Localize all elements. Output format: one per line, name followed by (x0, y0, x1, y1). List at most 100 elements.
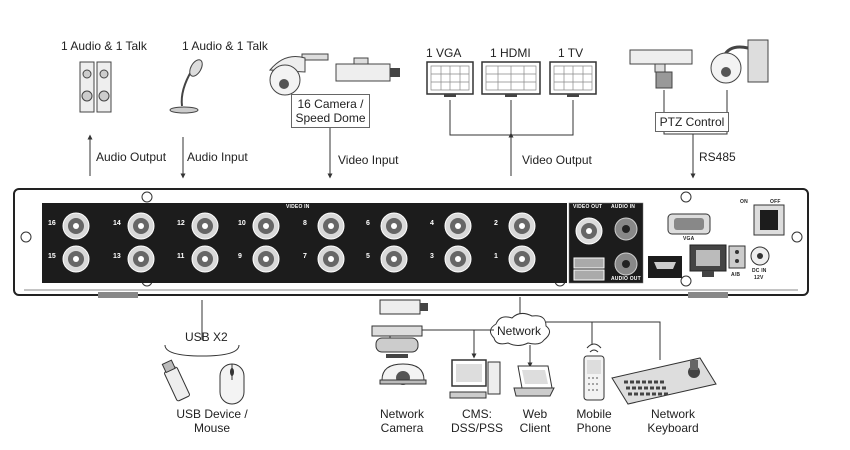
speaker-icon (79, 61, 112, 113)
bnc-connector-7[interactable] (317, 245, 345, 273)
dc-in-jack[interactable] (750, 246, 770, 266)
vga-panel-label: VGA (683, 236, 695, 242)
network-cloud-icon (490, 312, 550, 346)
network-label: Network (497, 324, 542, 338)
bnc-connector-15[interactable] (62, 245, 90, 273)
vga-output-label: 1 VGA (426, 46, 462, 60)
mouse-icon (219, 363, 245, 405)
ptz-control-label: PTZ Control (659, 115, 725, 129)
bnc-connector-5[interactable] (380, 245, 408, 273)
camera-label-box: 16 Camera / Speed Dome (291, 94, 370, 128)
bnc-connector-9[interactable] (252, 245, 280, 273)
microphone-icon (169, 59, 203, 114)
bnc-connector-16[interactable] (62, 212, 90, 240)
audio-in-panel-label: AUDIO IN (611, 204, 636, 210)
bnc-connector-12[interactable] (191, 212, 219, 240)
dvr-rear-panel (13, 188, 809, 298)
ptz-speed-dome-icon (710, 39, 769, 84)
video-out-panel-label: VIDEO OUT (573, 204, 603, 210)
device-label-5-line1: Network (650, 407, 695, 421)
power-switch[interactable] (753, 204, 785, 236)
camera-label-line1: 16 Camera / (297, 97, 364, 111)
device-label-3-line2: Client (519, 421, 551, 435)
video-out-connector[interactable] (575, 217, 603, 245)
box-camera-icon (335, 57, 400, 82)
monitor-tv-icon (549, 61, 597, 97)
bnc-connector-10[interactable] (252, 212, 280, 240)
bnc-number-label: 2 (494, 220, 498, 227)
bnc-connector-2[interactable] (508, 212, 536, 240)
bnc-number-label: 8 (303, 220, 307, 227)
bnc-number-label: 15 (48, 253, 56, 260)
camera-label-line2: Speed Dome (295, 111, 366, 125)
tv-output-label: 1 TV (558, 46, 584, 60)
device-label-4-line1: Mobile (576, 407, 612, 421)
rs485-label: RS485 (699, 150, 736, 164)
bnc-connector-1[interactable] (508, 245, 536, 273)
video-input-label: Video Input (338, 153, 399, 167)
hdmi-panel-label: HDMI (655, 279, 669, 285)
video-in-panel-label: VIDEO IN (286, 204, 310, 210)
bnc-number-label: 13 (113, 253, 121, 260)
device-label-2-line1: CMS: (462, 407, 492, 421)
audio-out-panel-label: AUDIO OUT (611, 276, 641, 282)
audio-in-connector[interactable] (614, 217, 638, 241)
bnc-number-label: 6 (366, 220, 370, 227)
web-client-laptop-icon (513, 365, 555, 397)
usb-port-pair[interactable] (573, 257, 605, 281)
mobile-phone-icon (583, 343, 605, 401)
device-label-4-line2: Phone (576, 421, 612, 435)
bnc-number-label: 14 (113, 220, 121, 227)
video-output-label: Video Output (522, 153, 592, 167)
bnc-number-label: 16 (48, 220, 56, 227)
bnc-number-label: 11 (177, 253, 185, 260)
hdmi-output-label: 1 HDMI (490, 46, 531, 60)
bnc-connector-6[interactable] (380, 212, 408, 240)
audio-output-label: Audio Output (96, 150, 167, 164)
hdmi-port[interactable] (648, 256, 682, 278)
bnc-number-label: 4 (430, 220, 434, 227)
monitor-vga-icon (426, 61, 474, 97)
power-off-label: OFF (770, 199, 781, 205)
bnc-number-label: 3 (430, 253, 434, 260)
bnc-number-label: 9 (238, 253, 242, 260)
bnc-connector-13[interactable] (127, 245, 155, 273)
bnc-connector-11[interactable] (191, 245, 219, 273)
audio-talk-label-1: 1 Audio & 1 Talk (61, 39, 147, 53)
bnc-connector-14[interactable] (127, 212, 155, 240)
alarm-panel-label: A/B (731, 272, 741, 278)
usb-device-label-line1: USB Device / (176, 407, 248, 421)
usb-x2-label: USB X2 (185, 330, 228, 344)
bnc-number-label: 12 (177, 220, 185, 227)
device-label-5-line2: Keyboard (647, 421, 699, 435)
audio-out-connector[interactable] (614, 252, 638, 276)
ptz-box-camera-icon (629, 49, 693, 89)
bnc-input-array (62, 212, 536, 273)
bnc-number-label: 5 (366, 253, 370, 260)
device-label-1-line2: Camera (380, 421, 424, 435)
ptz-control-box: PTZ Control (655, 112, 729, 132)
network-keyboard-icon (611, 357, 717, 405)
bnc-connector-8[interactable] (317, 212, 345, 240)
bnc-connector-3[interactable] (444, 245, 472, 273)
usb-stick-icon (161, 359, 190, 402)
monitor-hdmi-icon (481, 61, 541, 97)
network-camera-icon (371, 299, 428, 385)
bnc-number-label: 7 (303, 253, 307, 260)
alarm-terminal[interactable] (728, 245, 746, 269)
bnc-number-label: 1 (494, 253, 498, 260)
vga-port[interactable] (667, 213, 711, 235)
audio-talk-label-2: 1 Audio & 1 Talk (182, 39, 268, 53)
bnc-connector-4[interactable] (444, 212, 472, 240)
bnc-number-label: 10 (238, 220, 246, 227)
device-label-1-line1: Network (379, 407, 424, 421)
cms-computer-icon (449, 359, 501, 399)
dc-in-panel-label: DC IN (752, 268, 767, 274)
ethernet-port[interactable] (689, 244, 727, 277)
audio-input-label: Audio Input (187, 150, 248, 164)
dc-voltage-panel-label: 12V (754, 275, 764, 281)
power-on-label: ON (740, 199, 748, 205)
usb-device-label-line2: Mouse (193, 421, 231, 435)
speed-dome-camera-icon (268, 53, 329, 96)
device-label-2-line2: DSS/PSS (450, 421, 504, 435)
